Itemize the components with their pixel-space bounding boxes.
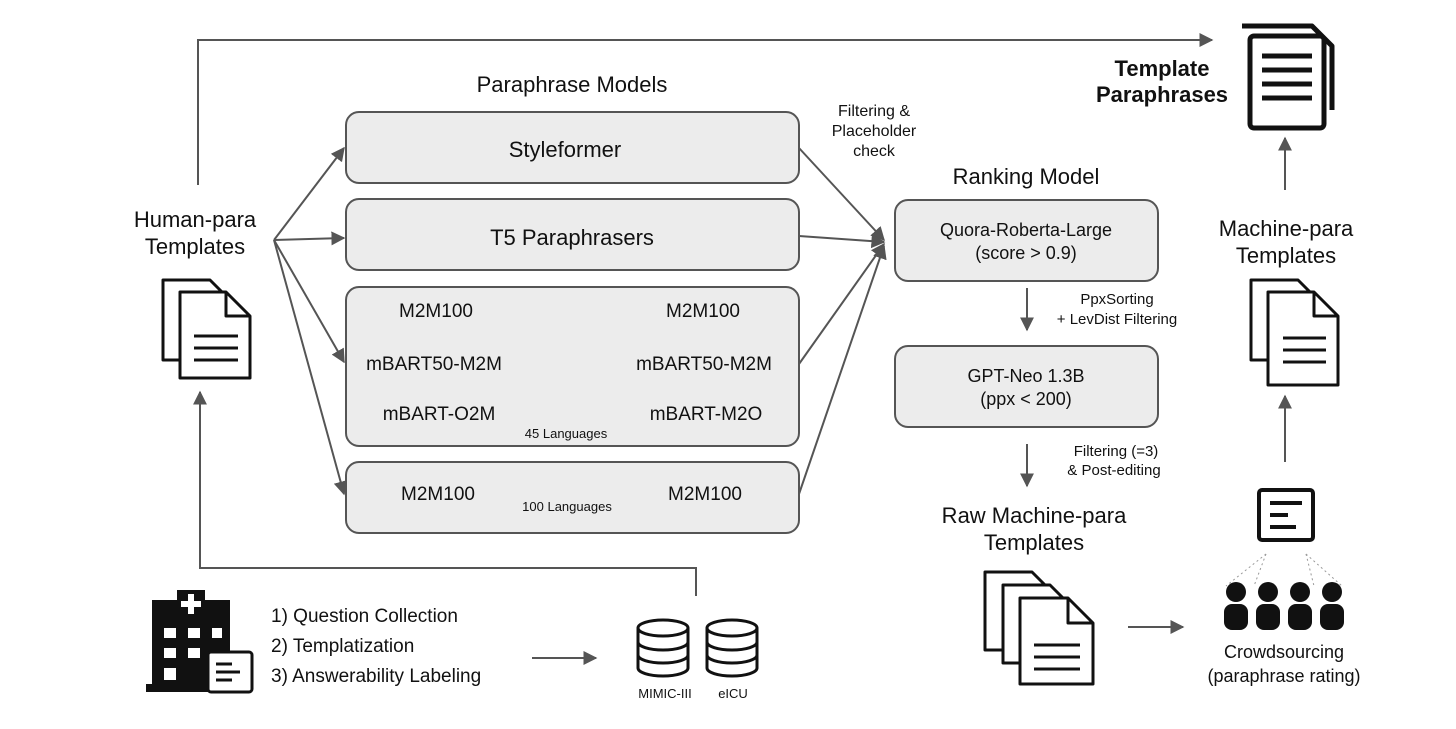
document-stack-icon: [161, 278, 252, 380]
t5-box: [345, 198, 800, 271]
gpt-neo-line2: (ppx < 200): [980, 389, 1072, 409]
human-to-final-arrow: [197, 33, 1214, 185]
machine-para-title-2: Templates: [1235, 243, 1337, 268]
db-label-eicu: eICU: [718, 686, 748, 701]
filtering-step-line1: Filtering (=3): [1073, 443, 1159, 460]
crowdsourcing-line1: Crowdsourcing: [1223, 642, 1345, 662]
database-icon: [636, 618, 690, 678]
ranking-model-box: [894, 199, 1159, 282]
ranking-model-heading: Ranking Model: [952, 164, 1100, 189]
languages-45-label: 45 Languages: [524, 426, 608, 441]
m2m100-left: M2M100: [401, 484, 475, 505]
filtering-note-1: Filtering &: [837, 103, 911, 120]
model-right-3: mBART-M2O: [649, 404, 763, 425]
crowdsourcing-line2: (paraphrase rating): [1207, 666, 1361, 686]
human-para-title-1: Human-para: [133, 207, 257, 232]
filtering-step-line2: & Post-editing: [1067, 462, 1161, 479]
paraphrase-models-heading: Paraphrase Models: [476, 72, 668, 97]
ppx-sorting-line2: + LevDist Filtering: [1056, 311, 1178, 328]
hospital-icon: [146, 590, 254, 694]
crowd-icon: [1224, 553, 1344, 630]
gpt-neo-line1: GPT-Neo 1.3B: [967, 366, 1085, 386]
model-left-3: mBART-O2M: [382, 404, 496, 425]
languages-100-label: 100 Languages: [522, 499, 612, 514]
raw-machine-title-2: Templates: [983, 530, 1085, 555]
machine-doc-stack-icon: [1249, 278, 1340, 387]
m2m100-right: M2M100: [668, 484, 742, 505]
translation-45-box: [345, 286, 800, 447]
raw-machine-title-1: Raw Machine-para: [941, 503, 1127, 528]
template-paraphrases-title-1: Template: [1114, 56, 1210, 81]
fanin-arrows: [798, 147, 887, 495]
ranking-model-line2: (score > 0.9): [975, 243, 1077, 263]
styleformer-label: Styleformer: [508, 137, 622, 162]
filtering-note-3: check: [853, 143, 895, 160]
fanout-arrows: [273, 146, 348, 496]
step-question-collection: 1) Question Collection: [271, 606, 458, 627]
machine-para-title-1: Machine-para: [1218, 216, 1354, 241]
styleformer-box: [345, 111, 800, 184]
step-templatization: 2) Templatization: [271, 636, 415, 657]
raw-doc-stack-icon: [983, 570, 1095, 686]
template-paraphrases-title-2: Paraphrases: [1095, 82, 1229, 107]
filtering-note-2: Placeholder: [831, 123, 917, 140]
model-right-2: mBART50-M2M: [636, 354, 772, 375]
database-icon: [705, 618, 759, 678]
human-para-title-2: Templates: [144, 234, 246, 259]
t5-label: T5 Paraphrasers: [490, 225, 654, 250]
model-left-2: mBART50-M2M: [366, 354, 502, 375]
db-to-human-arrow: [193, 390, 697, 596]
db-label-mimic: MIMIC-III: [638, 686, 692, 701]
model-right-1: M2M100: [666, 301, 740, 322]
rating-sheet-icon: [1257, 488, 1315, 542]
step-answerability-labeling: 3) Answerability Labeling: [271, 666, 482, 687]
model-left-1: M2M100: [399, 301, 473, 322]
ranking-model-line1: Quora-Roberta-Large: [939, 220, 1113, 240]
final-doc-stack-icon: [1242, 23, 1335, 131]
ppx-sorting-line1: PpxSorting: [1080, 291, 1154, 308]
translation-100-box: [345, 461, 800, 534]
gpt-neo-box: [894, 345, 1159, 428]
